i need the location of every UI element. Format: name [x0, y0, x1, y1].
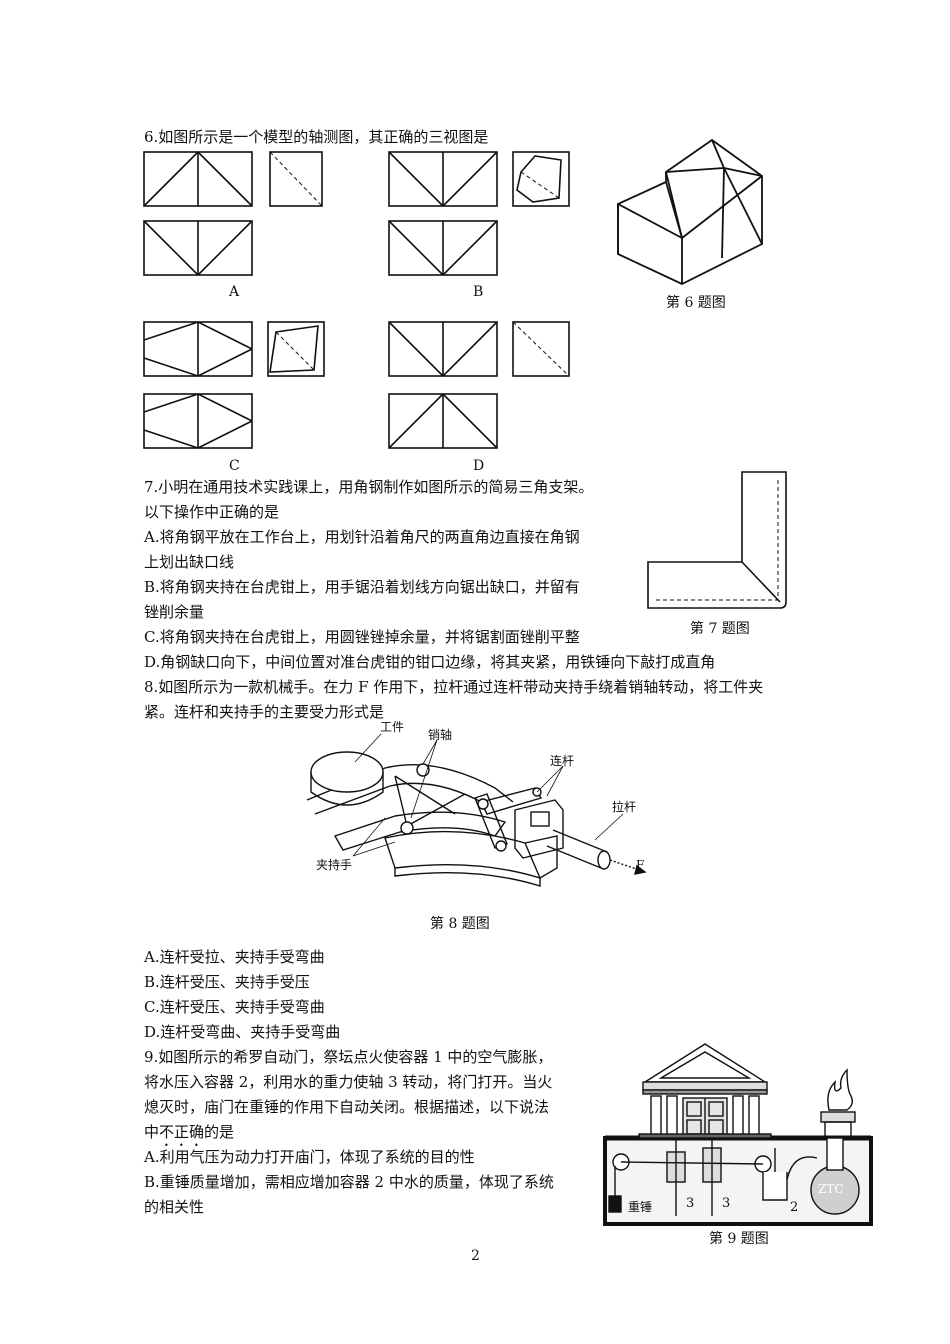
q9-figure-caption: 第 9 题图: [709, 1231, 769, 1247]
q9-stem-line3: 熄灭时，庙门在重锤的作用下自动关闭。根据描述，以下说法: [144, 1098, 550, 1116]
q8-label-workpiece: 工件: [380, 720, 405, 734]
q9-option-b-line2: 的相关性: [144, 1198, 205, 1216]
q8-label-gripper: 夹持手: [316, 858, 353, 872]
q9-stem-line4: 中不正确的是: [144, 1120, 234, 1150]
q8-option-d: D.连杆受弯曲、夹持手受弯曲: [144, 1023, 341, 1041]
q9-label-axis-3-left: 3: [686, 1196, 695, 1211]
q9-label-weight: 重锤: [628, 1200, 653, 1214]
q6-option-c-label: C: [229, 458, 240, 474]
q9-stem-line2: 将水压入容器 2，利用水的重力使轴 3 转动，将门打开。当火: [144, 1073, 553, 1091]
q6-figure-caption: 第 6 题图: [666, 295, 726, 311]
q7-option-a-line2: 上划出缺口线: [144, 553, 235, 571]
q8-label-pin: 销轴: [428, 728, 453, 742]
q6-option-b-figure: [388, 151, 570, 276]
q8-stem-line1: 8.如图所示为一款机械手。在力 F 作用下，拉杆通过连杆带动夹持手绕着销轴转动，…: [144, 678, 764, 696]
q6-axonometric-model: [617, 138, 763, 285]
q6-stem: 6.如图所示是一个模型的轴测图，其正确的三视图是: [144, 128, 489, 146]
q9-watermark-ztc: ZTC: [818, 1182, 844, 1196]
q6-option-a-figure: [143, 151, 323, 276]
q9-line4-suffix: 的是: [204, 1123, 235, 1141]
q8-option-c: C.连杆受压、夹持手受弯曲: [144, 998, 325, 1016]
q9-emphasis-not-correct: 不正确: [159, 1123, 205, 1141]
q8-stem-line2: 紧。连杆和夹持手的主要受力形式是: [144, 703, 385, 721]
q9-label-container-2: 2: [790, 1200, 799, 1215]
q8-option-a: A.连杆受拉、夹持手受弯曲: [144, 948, 325, 966]
q8-label-force: F: [636, 858, 645, 872]
q8-figure-caption: 第 8 题图: [430, 916, 490, 932]
q9-stem-line1: 9.如图所示的希罗自动门，祭坛点火使容器 1 中的空气膨胀，: [144, 1048, 553, 1066]
q6-option-d-label: D: [473, 458, 485, 474]
q9-line4-prefix: 中: [144, 1123, 160, 1141]
q7-angle-steel-figure: [647, 471, 787, 609]
q6-option-c-figure: [143, 321, 325, 449]
q7-option-d: D.角钢缺口向下，中间位置对准台虎钳的钳口边缘，将其夹紧，用铁锤向下敲打成直角: [144, 653, 716, 671]
q7-stem-line1: 7.小明在通用技术实践课上，用角钢制作如图所示的简易三角支架。: [144, 478, 594, 496]
page-number: 2: [471, 1248, 480, 1264]
q8-option-b: B.连杆受压、夹持手受压: [144, 973, 310, 991]
q7-stem-line2: 以下操作中正确的是: [144, 503, 280, 521]
q9-option-b-line1: B.重锤质量增加，需相应增加容器 2 中水的质量，体现了系统: [144, 1173, 554, 1191]
q6-option-a-label: A: [229, 284, 240, 300]
q8-label-pull-rod: 拉杆: [612, 800, 637, 814]
q6-option-d-figure: [388, 321, 570, 449]
q7-option-a-line1: A.将角钢平放在工作台上，用划针沿着角尺的两直角边直接在角钢: [144, 528, 580, 546]
q6-option-b-label: B: [473, 284, 484, 300]
q8-label-link: 连杆: [550, 754, 575, 768]
q7-option-b-line2: 锉削余量: [144, 603, 205, 621]
q9-option-a: A.利用气压为动力打开庙门，体现了系统的目的性: [144, 1148, 475, 1166]
q9-automatic-door-figure: [603, 1043, 873, 1226]
q7-figure-caption: 第 7 题图: [690, 621, 750, 637]
q9-label-axis-3-right: 3: [722, 1196, 731, 1211]
q8-manipulator-figure: [306, 733, 647, 887]
q7-option-c: C.将角钢夹持在台虎钳上，用圆锉锉掉余量，并将锯割面锉削平整: [144, 628, 580, 646]
q7-option-b-line1: B.将角钢夹持在台虎钳上，用手锯沿着划线方向锯出缺口，并留有: [144, 578, 580, 596]
